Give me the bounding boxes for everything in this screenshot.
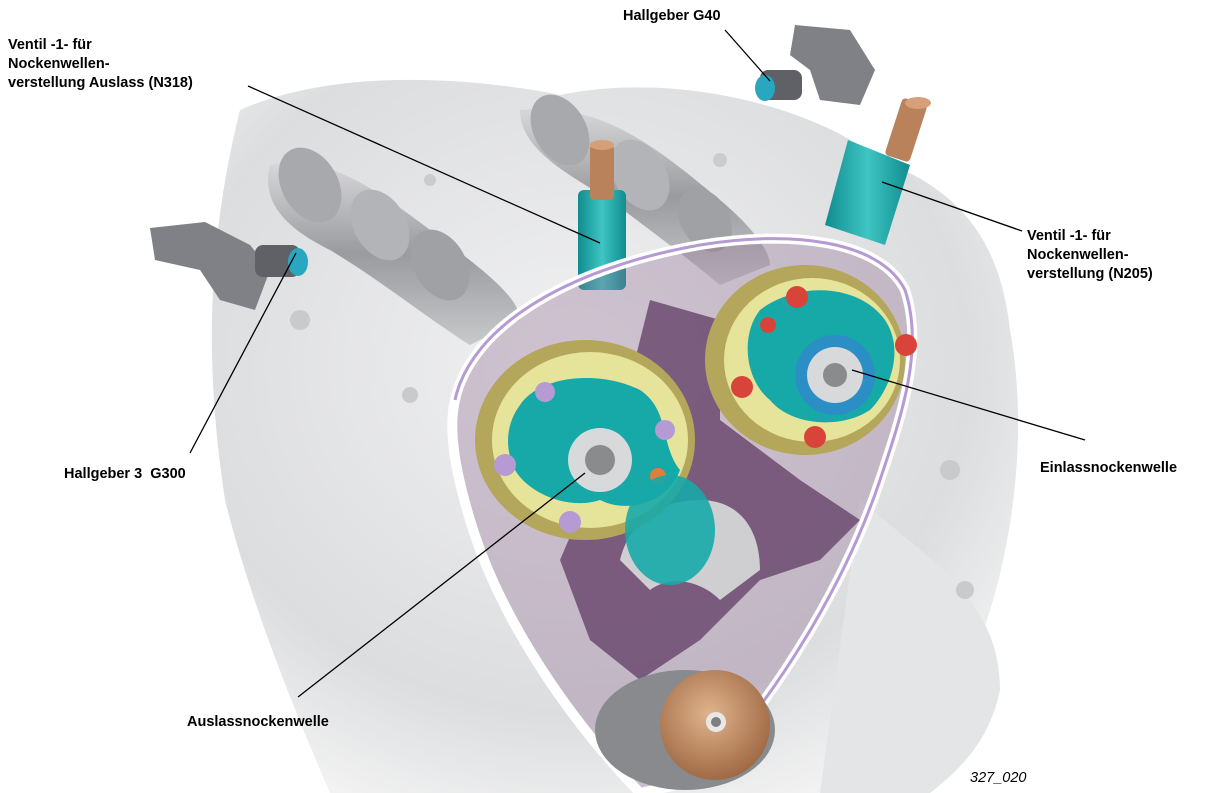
label-exhaust-camshaft-text: Auslassnockenwelle bbox=[187, 713, 329, 732]
figure-number: 327_020 bbox=[970, 770, 1026, 786]
label-hall-sensor-g40-text: Hallgeber G40 bbox=[623, 7, 721, 26]
label-valve-n205-line3: verstellung (N205) bbox=[1027, 265, 1153, 284]
label-valve-n318-line1: Ventil -1- für bbox=[8, 36, 193, 55]
hall-sensor-g40 bbox=[755, 25, 875, 105]
label-intake-camshaft: Einlassnockenwelle bbox=[1040, 459, 1177, 478]
label-valve-n318-line3: verstellung Auslass (N318) bbox=[8, 74, 193, 93]
label-valve-n318-line2: Nockenwellen- bbox=[8, 55, 193, 74]
label-intake-camshaft-text: Einlassnockenwelle bbox=[1040, 459, 1177, 478]
label-valve-n205-line1: Ventil -1- für bbox=[1027, 227, 1153, 246]
label-hall-sensor-g40: Hallgeber G40 bbox=[623, 7, 721, 26]
leader-line-g40 bbox=[725, 30, 770, 81]
label-valve-n205-line2: Nockenwellen- bbox=[1027, 246, 1153, 265]
label-hall-sensor-g300-text: Hallgeber 3 G300 bbox=[64, 465, 186, 484]
crankshaft-pulley bbox=[595, 670, 775, 790]
label-valve-n318: Ventil -1- für Nockenwellen- verstellung… bbox=[8, 36, 193, 93]
label-valve-n205: Ventil -1- für Nockenwellen- verstellung… bbox=[1027, 227, 1153, 284]
label-exhaust-camshaft: Auslassnockenwelle bbox=[187, 713, 329, 732]
label-hall-sensor-g300: Hallgeber 3 G300 bbox=[64, 465, 186, 484]
